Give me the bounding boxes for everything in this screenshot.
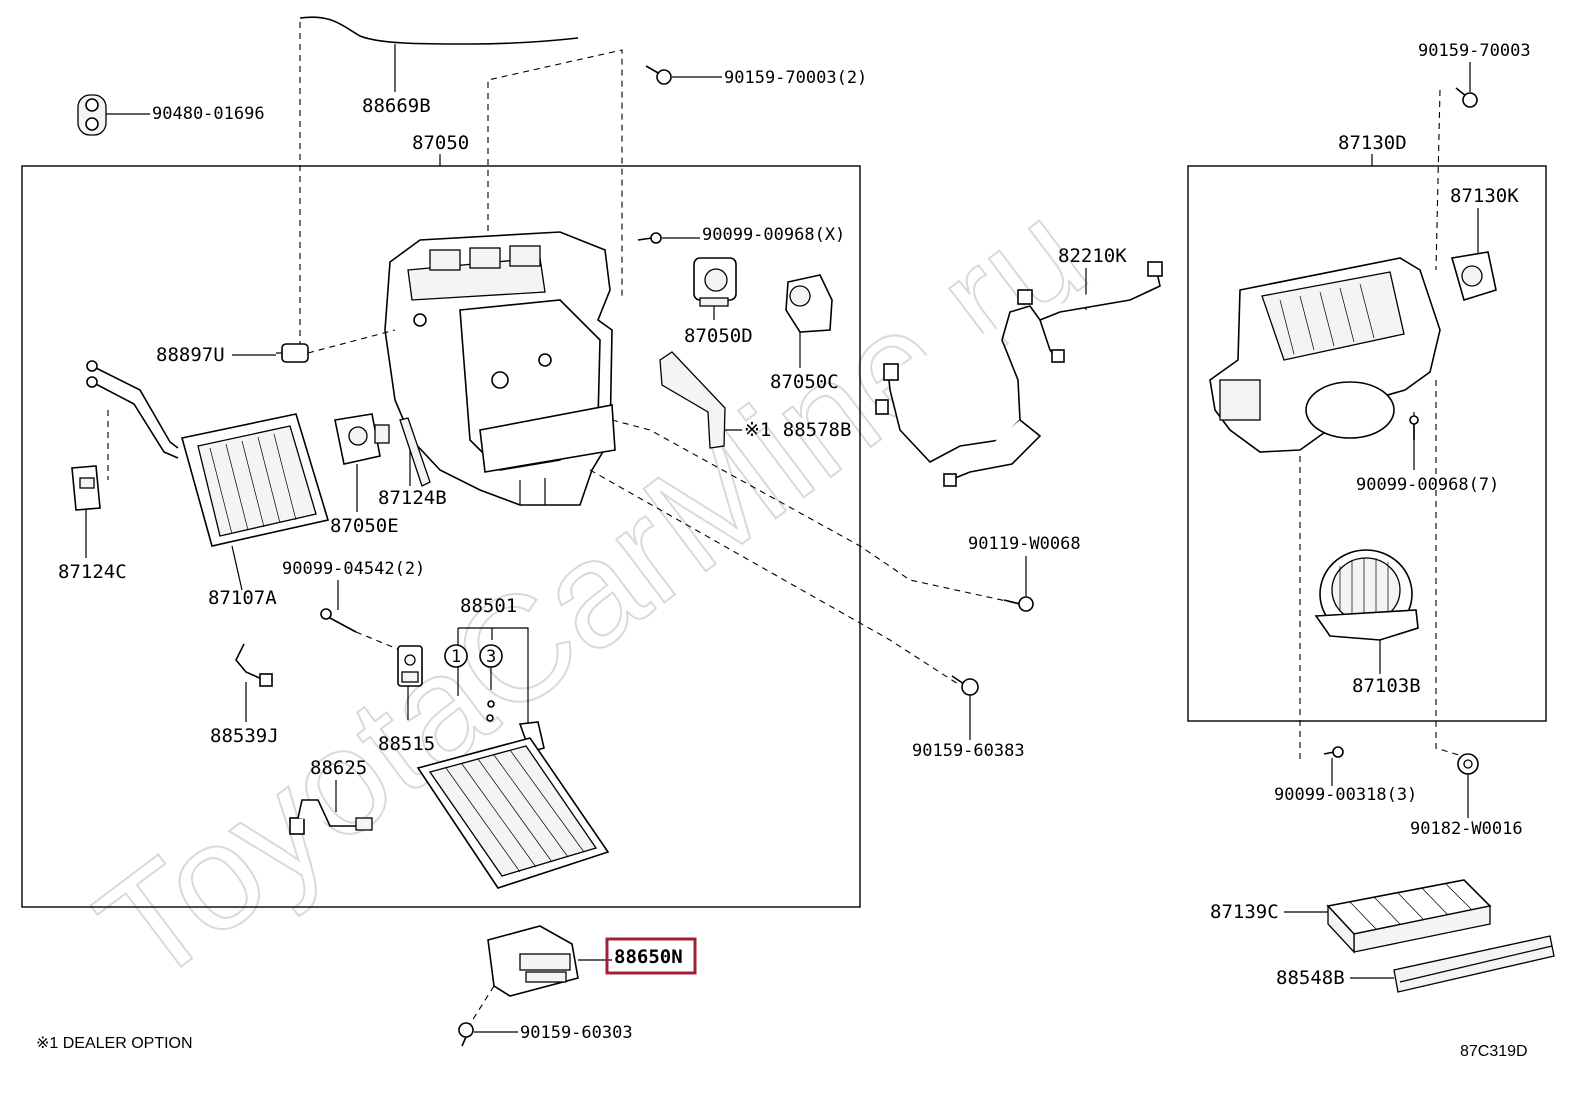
bracket-icon — [71, 465, 101, 511]
wire-harness-icon — [875, 261, 1163, 487]
label-87103B[interactable]: 87103B — [1352, 675, 1421, 697]
label-90099-00318-3[interactable]: 90099-00318(3) — [1274, 785, 1417, 805]
damper-servo-icon — [1450, 251, 1497, 302]
thermistor-icon — [289, 799, 373, 835]
label-88548B[interactable]: 88548B — [1276, 967, 1345, 989]
label-90159-60303[interactable]: 90159-60303 — [520, 1023, 633, 1043]
label-87050C[interactable]: 87050C — [770, 371, 839, 393]
label-87107A[interactable]: 87107A — [208, 587, 277, 609]
blower-unit-frame — [1187, 165, 1547, 722]
label-88897U[interactable]: 88897U — [156, 344, 225, 366]
damper-servo-icon — [785, 274, 833, 333]
hvac-unit-frame — [21, 165, 861, 908]
bolt-icon — [1003, 596, 1034, 612]
ac-amplifier-icon — [487, 925, 579, 997]
label-88578B[interactable]: ※1 88578B — [744, 419, 851, 441]
pipe-icon — [235, 643, 273, 687]
label-90099-00968-7[interactable]: 90099-00968(7) — [1356, 475, 1499, 495]
label-87130K[interactable]: 87130K — [1450, 185, 1519, 207]
label-90119-W0068[interactable]: 90119-W0068 — [968, 534, 1081, 554]
label-87050[interactable]: 87050 — [412, 132, 469, 154]
label-90159-70003-2[interactable]: 90159-70003(2) — [724, 68, 867, 88]
callout-1 — [444, 644, 468, 668]
label-90099-04542-2[interactable]: 90099-04542(2) — [282, 559, 425, 579]
bolt-icon — [951, 675, 979, 696]
label-87050D[interactable]: 87050D — [684, 325, 753, 347]
footnote: ※1 DEALER OPTION — [36, 1035, 193, 1052]
bolt-icon — [458, 1022, 474, 1047]
label-90182-W0016[interactable]: 90182-W0016 — [1410, 819, 1523, 839]
label-87139C[interactable]: 87139C — [1210, 901, 1279, 923]
seal-strip-icon — [399, 417, 431, 487]
highlight-box — [605, 937, 697, 975]
diagram-code: 87C319D — [1460, 1043, 1528, 1060]
label-90159-60383[interactable]: 90159-60383 — [912, 741, 1025, 761]
expansion-valve-icon — [397, 645, 423, 687]
cabin-filter-icon — [1326, 879, 1492, 954]
blower-motor-icon — [1314, 549, 1419, 641]
screw-icon — [637, 232, 662, 244]
label-88625[interactable]: 88625 — [310, 757, 367, 779]
label-90480-01696[interactable]: 90480-01696 — [152, 104, 265, 124]
grommet-icon — [77, 94, 107, 136]
screw-icon — [1323, 746, 1344, 758]
drain-hose-icon — [299, 16, 579, 45]
heater-core-icon — [86, 360, 330, 547]
bolt-icon — [1455, 87, 1478, 108]
damper-servo-icon — [334, 413, 390, 465]
label-88501[interactable]: 88501 — [460, 595, 517, 617]
label-88515[interactable]: 88515 — [378, 733, 435, 755]
label-87124B[interactable]: 87124B — [378, 487, 447, 509]
label-87124C[interactable]: 87124C — [58, 561, 127, 583]
callout-label-1: 1 — [451, 647, 461, 667]
nut-icon — [1457, 753, 1479, 775]
label-87130D[interactable]: 87130D — [1338, 132, 1407, 154]
label-88650N[interactable]: 88650N — [614, 946, 683, 968]
connector-icon — [276, 343, 309, 363]
damper-servo-icon — [693, 257, 737, 307]
screw-icon — [1409, 415, 1419, 440]
bolt-icon — [320, 608, 357, 633]
seal-icon — [659, 351, 726, 449]
blower-housing-icon — [1209, 257, 1441, 453]
label-88539J[interactable]: 88539J — [210, 725, 279, 747]
filter-cover-icon — [1393, 935, 1555, 993]
callout-label-3: 3 — [486, 647, 496, 667]
evaporator-icon — [416, 721, 610, 889]
label-88669B[interactable]: 88669B — [362, 95, 431, 117]
label-90099-00968-X[interactable]: 90099-00968(X) — [702, 225, 845, 245]
label-87050E[interactable]: 87050E — [330, 515, 399, 537]
hvac-housing-icon — [384, 231, 616, 506]
bolt-icon — [645, 65, 672, 85]
label-82210K[interactable]: 82210K — [1058, 245, 1127, 267]
label-90159-70003[interactable]: 90159-70003 — [1418, 41, 1531, 61]
